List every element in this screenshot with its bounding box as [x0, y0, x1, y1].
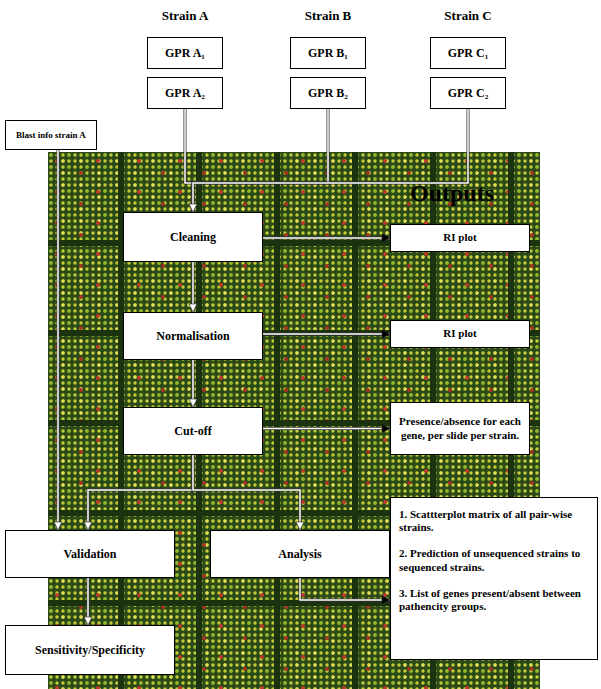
arrow-head [84, 522, 92, 530]
arrow-head [189, 204, 197, 212]
output-box: RI plot [390, 224, 530, 252]
connector-line [263, 237, 390, 239]
output-box: RI plot [390, 320, 530, 348]
connector [189, 360, 197, 407]
connector [189, 109, 328, 212]
box-text: Cleaning [170, 230, 216, 244]
connector-outline [193, 109, 328, 212]
connector-outline [263, 237, 390, 240]
box-text: GPR C₁ [448, 46, 489, 60]
box-text: Cut-off [174, 424, 211, 438]
input-box: Blast info strain A [5, 120, 97, 150]
arrow-head [189, 204, 197, 212]
connector-outline [300, 578, 390, 600]
file-box: GPR A₂ [147, 77, 223, 109]
box-text: GPR A₂ [165, 86, 205, 100]
arrow-head [382, 330, 390, 338]
output-box: Presence/absence for each gene, per slid… [390, 402, 530, 455]
process-box: Normalisation [123, 312, 263, 360]
box-text: Sensitivity/Specificity [35, 643, 145, 657]
arrow-head [382, 425, 390, 433]
connector [263, 425, 390, 433]
box-text: GPR C₂ [448, 86, 489, 100]
connector-line [193, 455, 300, 530]
file-box: GPR B₂ [290, 77, 366, 109]
box-text: Presence/absence for each gene, per slid… [396, 415, 524, 441]
connector [263, 330, 390, 338]
list-item: 1. Scattterplot matrix of all pair-wise … [399, 508, 589, 534]
box-text: Blast info strain A [16, 130, 86, 141]
connector-line [193, 109, 328, 212]
connector [193, 455, 304, 530]
file-box: GPR C₂ [430, 77, 506, 109]
connector [84, 455, 193, 530]
arrow-head [382, 234, 390, 242]
column-heading: Strain B [305, 8, 352, 24]
box-text: RI plot [443, 327, 476, 340]
box-text: Analysis [278, 547, 321, 561]
list-item: 2. Prediction of unsequenced strains to … [399, 547, 589, 573]
connector [300, 578, 390, 604]
arrow-head [84, 617, 92, 625]
box-text: GPR A₁ [165, 46, 205, 60]
connector-outline [193, 455, 300, 530]
connector-outline [263, 427, 390, 430]
box-text: RI plot [443, 231, 476, 244]
file-box: GPR A₁ [147, 37, 223, 69]
output-list-box: 1. Scattterplot matrix of all pair-wise … [390, 497, 598, 660]
arrow-head [54, 522, 62, 530]
connector [84, 578, 92, 625]
box-text: Validation [64, 547, 117, 561]
connector-line [300, 578, 390, 600]
connector [189, 262, 197, 312]
box-text: GPR B₂ [308, 86, 348, 100]
connector-line [88, 455, 193, 530]
process-box: Validation [5, 530, 175, 578]
list-item: 3. List of genes present/absent between … [399, 587, 589, 613]
connector-outline [88, 455, 193, 530]
process-box: Cleaning [123, 212, 263, 262]
arrow-head [189, 399, 197, 407]
arrow-head [296, 522, 304, 530]
connector [185, 109, 197, 212]
file-box: GPR B₁ [290, 37, 366, 69]
box-text: Normalisation [156, 329, 229, 343]
section-heading: Outputs [410, 180, 494, 207]
file-box: GPR C₁ [430, 37, 506, 69]
connector-outline [263, 333, 390, 336]
arrow-head [189, 204, 197, 212]
process-box: Analysis [210, 530, 390, 578]
process-box: Cut-off [123, 407, 263, 455]
connector-outline [57, 150, 60, 530]
connector-line [263, 333, 390, 335]
connector-line [263, 428, 390, 430]
connector [54, 150, 62, 530]
column-heading: Strain C [444, 8, 491, 24]
arrow-head [382, 596, 390, 604]
box-text: GPR B₁ [308, 46, 348, 60]
process-box: Sensitivity/Specificity [5, 625, 175, 675]
column-heading: Strain A [162, 8, 209, 24]
connector-line [57, 150, 59, 530]
connector [263, 234, 390, 242]
arrow-head [189, 304, 197, 312]
